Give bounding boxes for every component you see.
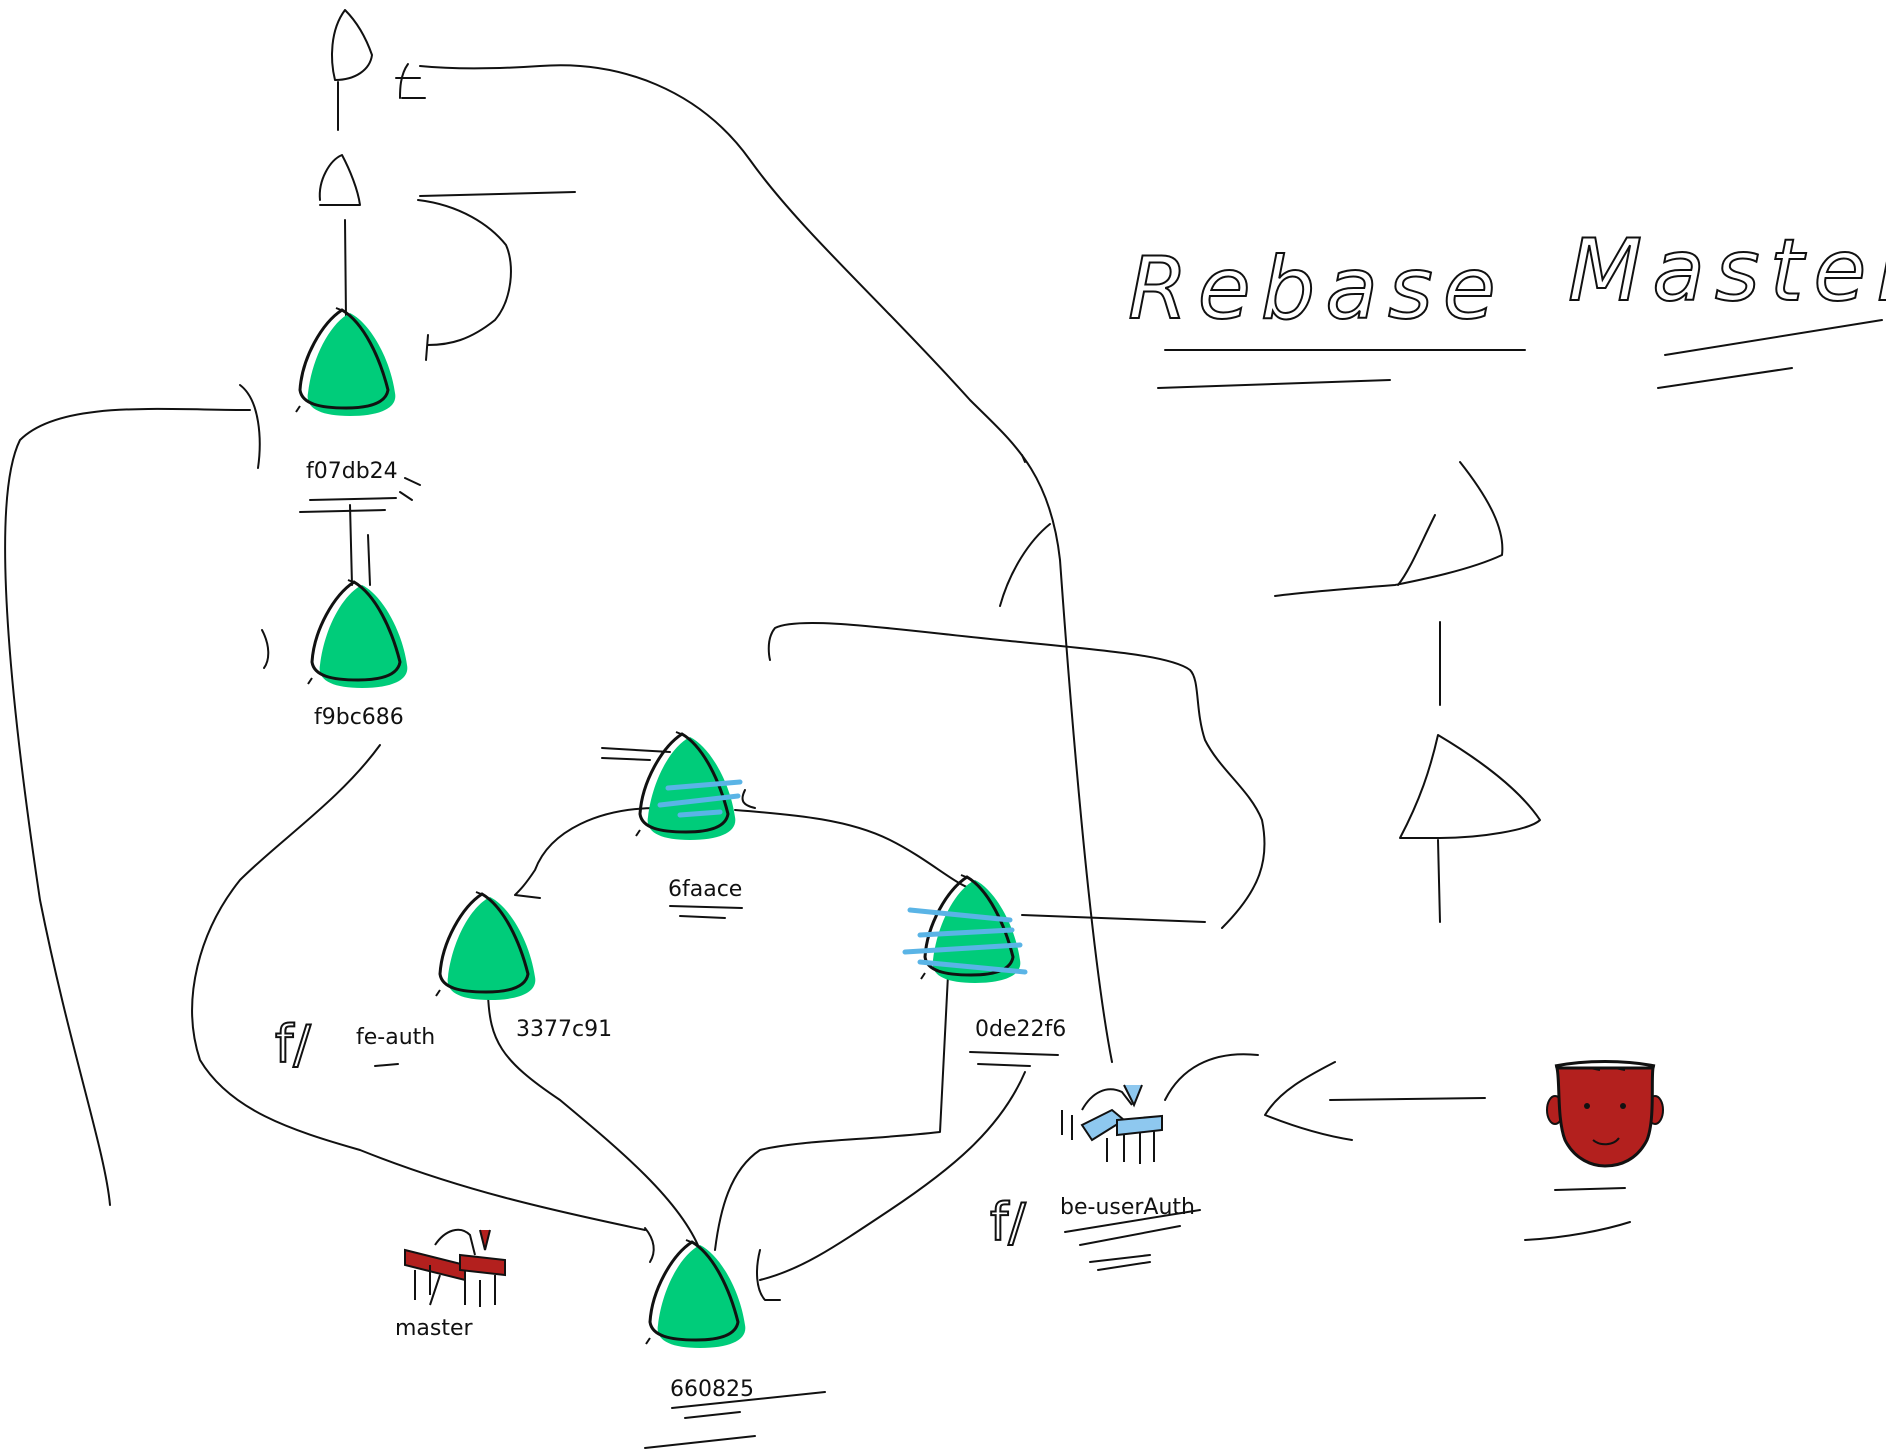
edge-bracket-left [239,384,261,469]
commit-underline [969,1051,1059,1067]
branch-prefix-fe: f/ [275,1015,311,1075]
edge-bracket-c2 [261,629,270,669]
glyph-p [331,9,373,81]
edge-top-stack [344,219,347,319]
top-glyphs [318,9,576,206]
branch-labels: master f/ fe-auth f/ be-userAuth [274,1014,1201,1341]
commit-label: 3377c91 [516,1017,612,1042]
title-master: Master [1568,221,1886,321]
glyph-t [395,63,426,99]
edge-c5-c6 [714,974,949,1251]
branch-prefix-be: f/ [990,1193,1026,1253]
edge-arc-small [999,523,1051,607]
edge-c1-loop [417,199,512,346]
be-user-auth-underline [1064,1209,1201,1271]
edge-c3-c4 [514,807,659,899]
arrow-head [1264,1061,1353,1141]
edge-up-to-top [419,64,1113,1063]
edge-c6-bracket [756,1249,781,1301]
avatar-underline [1524,1187,1631,1241]
hand-flag-icon-blue[interactable] [1061,1084,1163,1164]
commit-label: 0de22f6 [975,1017,1066,1042]
glyph-line [419,191,576,197]
edge-c3-tick [741,789,756,809]
highlight-scribble [657,779,743,818]
hand-flag-icon-red[interactable] [404,1228,506,1307]
shape-right-a-2 [1397,514,1436,586]
shape-right-b-stem [1437,839,1441,923]
glyph-d [318,154,361,206]
commit-node[interactable] [434,890,537,1002]
highlight-scribble [902,907,1028,975]
title-group: Rebase Master [1127,220,1886,389]
commit-node[interactable] [294,306,397,418]
edge-c1-loop-tick [425,334,429,361]
commit-overline [601,747,671,761]
commit-nodes: f07db24 f9bc686 6faace 3377c91 0de22f6 6… [294,306,1066,1449]
edge-c3-c5 [734,809,976,891]
edge-c4-c6 [487,994,701,1251]
fe-auth-underline [374,1063,399,1067]
edge-be-arc [1164,1053,1259,1101]
edge-outer-left [4,407,251,1206]
edge-c5-right [1021,914,1206,923]
edge-c2-c6 [191,744,646,1231]
edge-c5-c6-b [759,1071,1026,1281]
person-avatar-icon[interactable] [1524,1060,1664,1241]
edge-c1-c2 [349,504,353,586]
commit-node[interactable] [644,1238,747,1350]
shape-right-a [1274,461,1504,597]
branch-label-master: master [395,1316,474,1341]
commit-label: 660825 [670,1377,754,1402]
commit-label: 6faace [668,877,742,902]
commit-label: f07db24 [306,459,398,484]
connection-lines [4,64,1541,1301]
edge-loop-right [767,621,1266,929]
shape-right-b [1399,734,1541,839]
edge-arrow-c6 [644,1227,655,1263]
title-rebase-underline [1157,349,1526,389]
edge-tick [1021,454,1026,463]
edge-c1-c2-b [367,534,371,586]
arrow-shaft [1329,1097,1486,1101]
branch-label-fe-auth: fe-auth [356,1025,435,1050]
title-rebase: Rebase [1128,239,1506,339]
commit-underline [669,905,743,919]
branch-label-be-user-auth: be-userAuth [1060,1195,1195,1220]
commit-label: f9bc686 [314,705,404,730]
title-master-underline [1657,319,1883,389]
commit-underline [299,477,421,513]
commit-underline [644,1391,826,1449]
commit-node[interactable] [306,578,409,690]
